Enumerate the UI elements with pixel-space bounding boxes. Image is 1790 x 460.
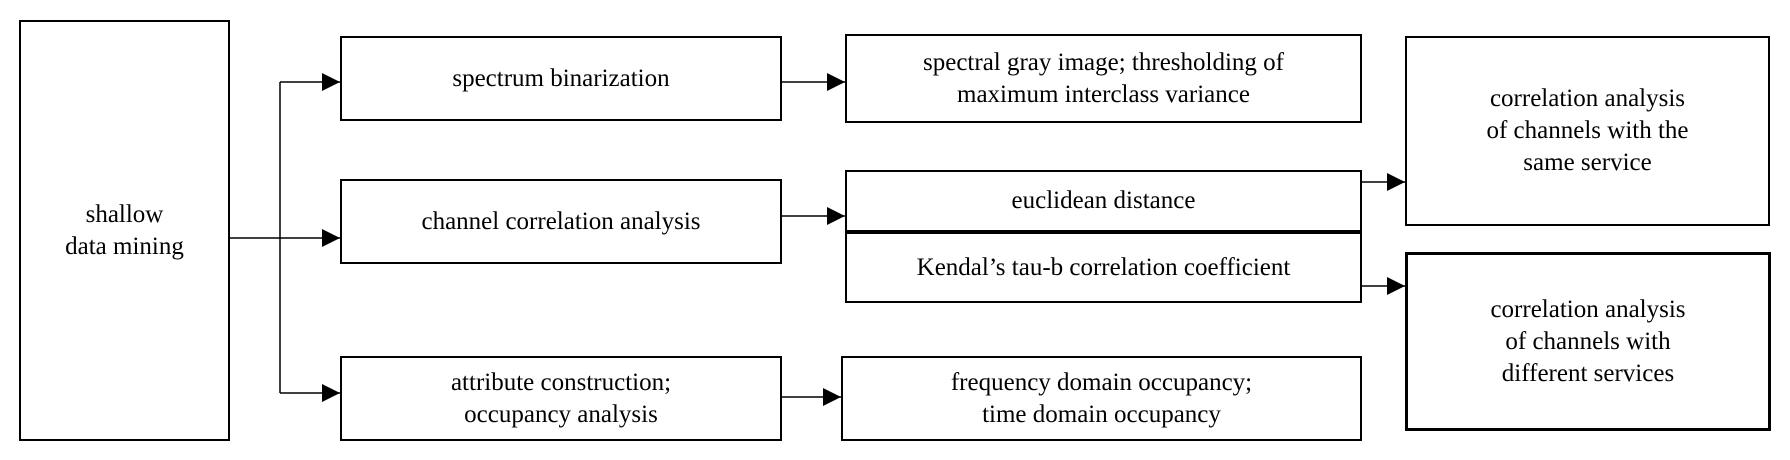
node-frequency-domain-occupancy: frequency domain occupancy; time domain … (841, 356, 1362, 441)
node-label: attribute construction; occupancy analys… (450, 368, 672, 428)
node-spectrum-binarization: spectrum binarization (340, 36, 782, 121)
node-different-services-correlation: correlation analysis of channels with di… (1405, 252, 1771, 431)
node-label: correlation analysis of channels with th… (1486, 85, 1689, 176)
node-euclidean-distance: euclidean distance (845, 170, 1362, 232)
node-channel-correlation-analysis: channel correlation analysis (340, 179, 782, 264)
node-label: shallow data mining (65, 200, 184, 260)
node-kendall-tau-b: Kendal’s tau-b correlation coefficient (845, 231, 1362, 303)
node-attribute-construction: attribute construction; occupancy analys… (340, 356, 782, 441)
node-label: Kendal’s tau-b correlation coefficient (916, 253, 1291, 281)
node-label: frequency domain occupancy; time domain … (950, 368, 1253, 428)
node-label: correlation analysis of channels with di… (1490, 295, 1686, 387)
node-spectral-gray-image: spectral gray image; thresholding of max… (845, 34, 1362, 123)
node-label: channel correlation analysis (421, 207, 701, 235)
node-shallow-data-mining: shallow data mining (19, 20, 230, 441)
node-label: spectral gray image; thresholding of max… (923, 48, 1284, 108)
node-label: spectrum binarization (452, 64, 670, 92)
node-label: euclidean distance (1011, 187, 1196, 214)
node-same-service-correlation: correlation analysis of channels with th… (1405, 36, 1770, 226)
